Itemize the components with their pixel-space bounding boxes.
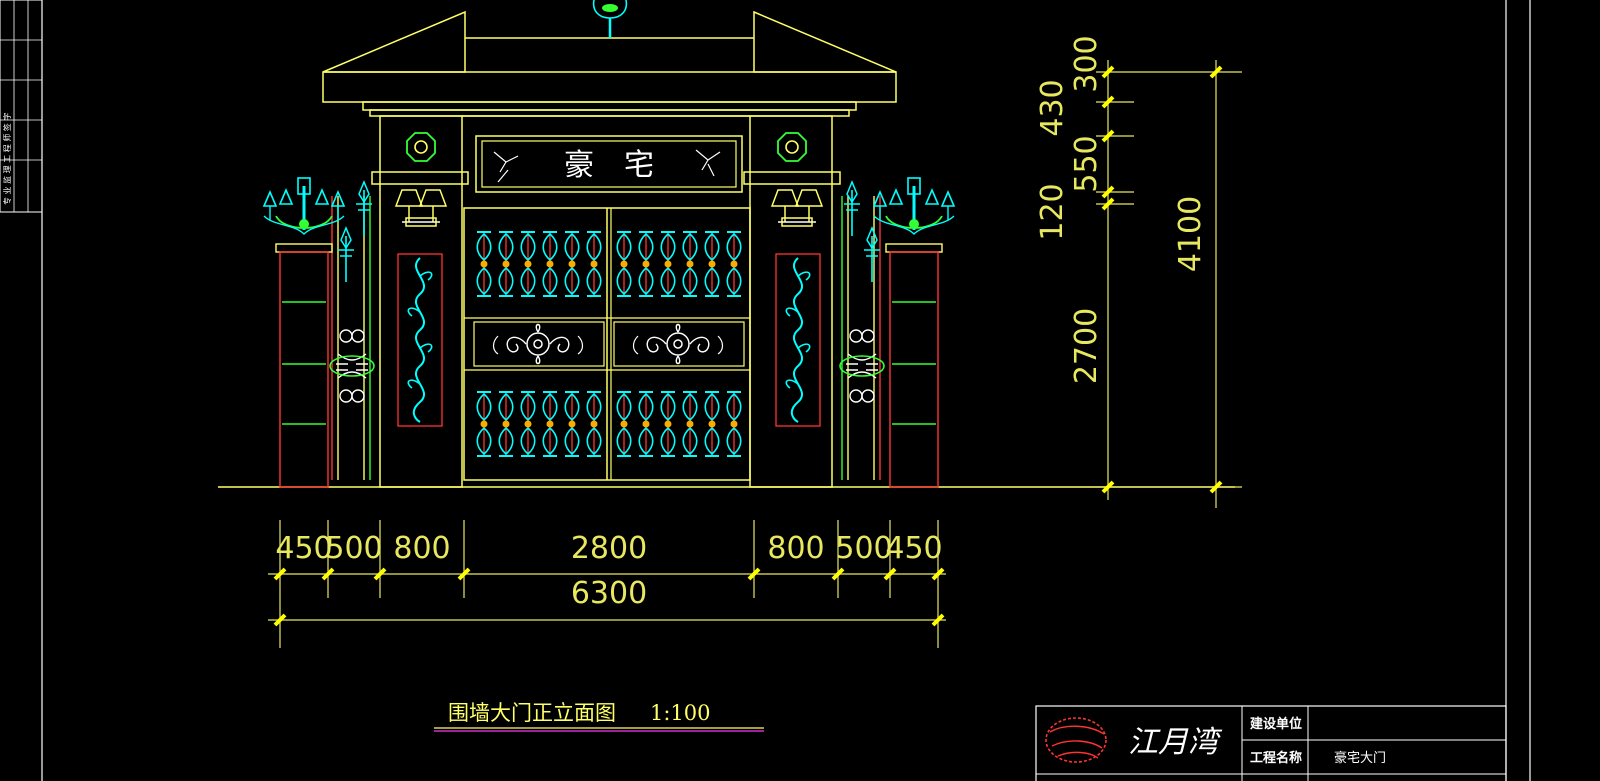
dim-height-550: 550	[1069, 135, 1104, 192]
horizontal-dimensions: 450 500 800 2800 800 500 450 6300	[268, 520, 946, 648]
project-label: 工程名称	[1250, 750, 1302, 766]
project-value: 豪宅大门	[1334, 750, 1386, 766]
gate-balusters-upper-left	[477, 232, 601, 296]
dim-width-800-right: 800	[767, 531, 824, 566]
dim-width-800-left: 800	[393, 531, 450, 566]
end-column-left	[275, 243, 333, 488]
gate-medallion-left	[492, 323, 584, 365]
company-logo-icon	[1045, 717, 1107, 763]
dim-total-width: 6300	[571, 576, 647, 611]
gate-balusters-lower-left	[477, 392, 601, 456]
dim-width-500-left: 500	[325, 531, 382, 566]
main-gate	[463, 207, 751, 481]
name-sign: 豪 宅	[475, 135, 743, 193]
drawing-title-text: 围墙大门正立面图	[448, 701, 616, 725]
top-finial	[592, 0, 628, 38]
dim-height-2700: 2700	[1069, 308, 1104, 384]
drawing-scale: 1:100	[650, 701, 711, 725]
title-block: 江月湾 建设单位 工程名称 豪宅大门	[1035, 705, 1507, 781]
dim-width-450-right: 450	[885, 531, 942, 566]
dim-width-500-right: 500	[835, 531, 892, 566]
dim-width-2800: 2800	[571, 531, 647, 566]
pier-medallion-left	[406, 132, 436, 162]
wall-lamp-left	[394, 189, 448, 227]
side-fence-left	[329, 181, 375, 480]
gate-medallion-right	[632, 323, 724, 365]
company-logo-text: 江月湾	[1128, 725, 1223, 760]
dim-height-430: 430	[1035, 79, 1070, 136]
gate-balusters-lower-right	[617, 392, 741, 456]
vertical-dimensions: 300 430 550 120 2700 4100	[1035, 35, 1242, 508]
pier-medallion-right	[777, 132, 807, 162]
side-fence-right	[839, 181, 885, 480]
sign-text: 豪 宅	[564, 148, 654, 183]
drawing-title: 围墙大门正立面图 1:100	[434, 701, 764, 732]
wall-lamp-right	[770, 189, 824, 227]
dim-width-450-left: 450	[275, 531, 332, 566]
client-label: 建设单位	[1250, 716, 1302, 732]
pier-panel-left	[397, 253, 443, 427]
pier-panel-right	[775, 253, 821, 427]
left-stamp-text: 专 业 监 理 工 程 师 签 字	[2, 113, 12, 205]
dim-total-height: 4100	[1173, 196, 1208, 272]
sheet-frame: 专 业 监 理 工 程 师 签 字	[0, 0, 1531, 781]
end-column-right	[885, 243, 943, 488]
gate-balusters-upper-right	[617, 232, 741, 296]
dim-height-120: 120	[1035, 183, 1070, 240]
dim-height-300: 300	[1069, 35, 1104, 92]
lantern-right	[872, 176, 956, 236]
